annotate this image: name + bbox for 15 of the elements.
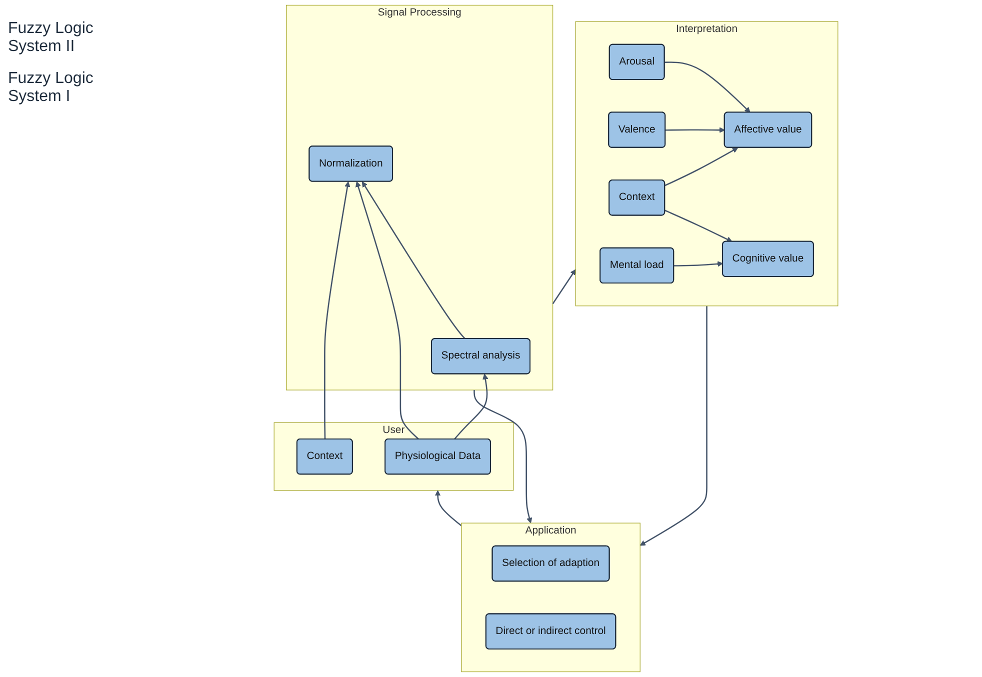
arrow [640,306,708,546]
arrow [665,127,725,133]
arrow [664,210,732,242]
arrow [664,62,750,113]
arrow [454,374,488,440]
arrow [552,269,576,304]
side-label: Fuzzy Logic System II [8,20,94,56]
arrow [355,181,420,440]
arrow [674,261,724,267]
arrow [434,490,462,526]
side-label: Fuzzy Logic System I [8,70,94,106]
arrow [474,390,532,524]
arrow [324,181,350,440]
arrow [664,147,738,186]
arrow [362,181,466,340]
